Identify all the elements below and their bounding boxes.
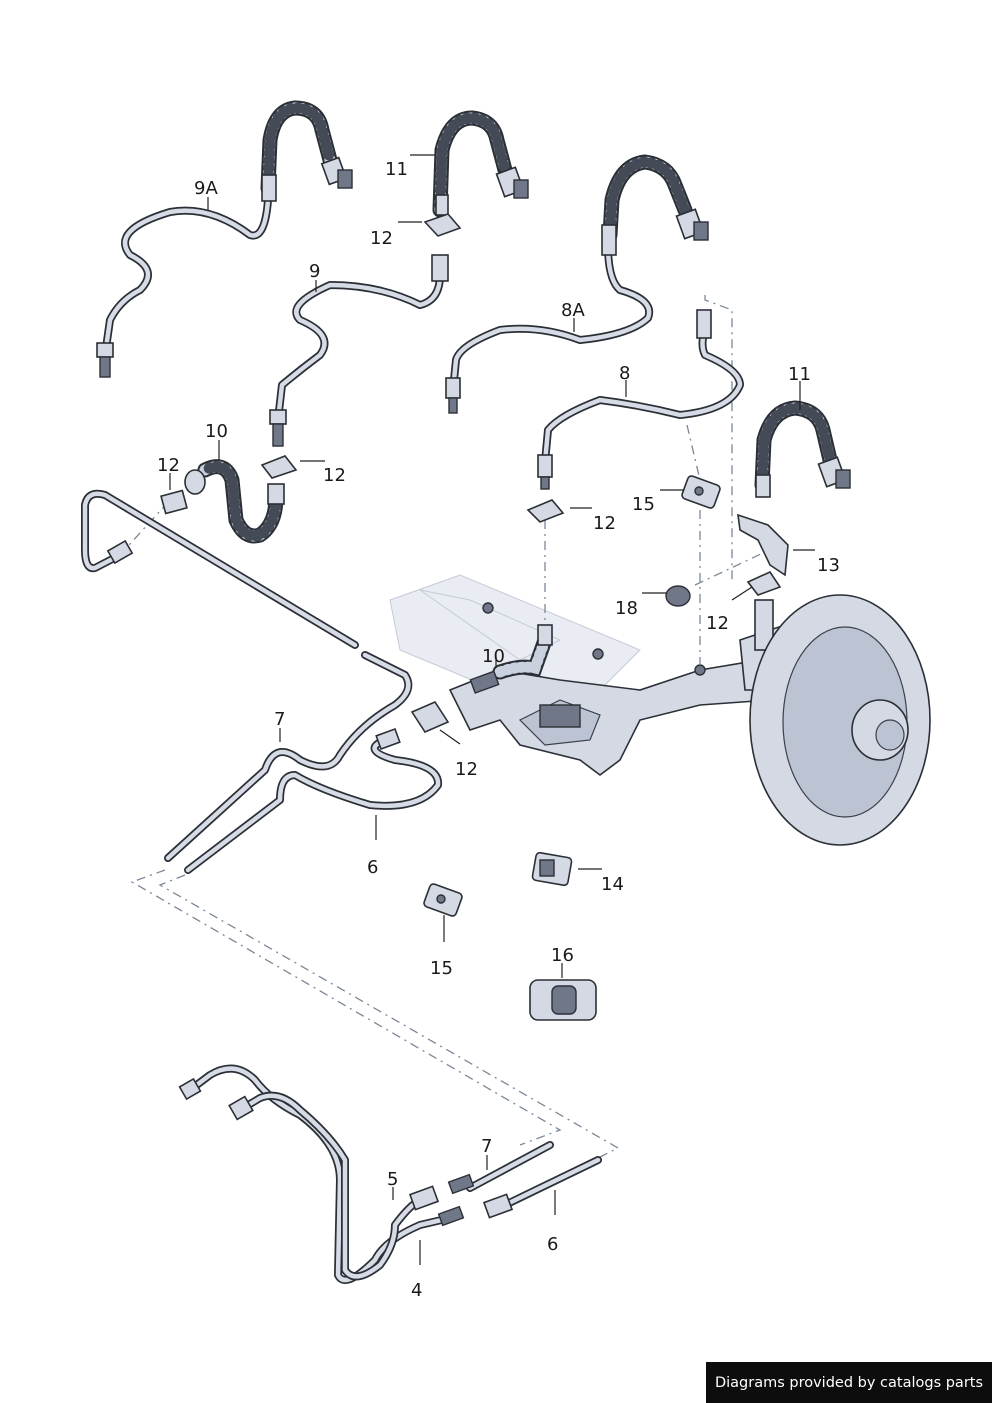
callout-9: 9	[309, 261, 320, 282]
callout-7-top: 7	[274, 709, 285, 730]
callout-12-e: 12	[706, 613, 729, 634]
clips-brackets	[160, 213, 789, 1021]
assembly-lines	[119, 295, 781, 1159]
callout-10-mid: 10	[482, 646, 505, 667]
callout-12-d: 12	[593, 513, 616, 534]
credit-banner: Diagrams provided by catalogs parts	[706, 1362, 992, 1403]
callout-13: 13	[817, 555, 840, 576]
callout-6-top: 6	[367, 857, 378, 878]
callout-5: 5	[387, 1169, 398, 1190]
callout-15-bottom: 15	[430, 958, 453, 979]
callout-10-top: 10	[205, 421, 228, 442]
callout-8: 8	[619, 363, 630, 384]
callout-6-bottom: 6	[547, 1234, 558, 1255]
callout-7-bottom: 7	[481, 1136, 492, 1157]
callout-14: 14	[601, 874, 624, 895]
callout-16: 16	[551, 945, 574, 966]
callout-15-top: 15	[632, 494, 655, 515]
callout-12-c: 12	[323, 465, 346, 486]
callout-18: 18	[615, 598, 638, 619]
rear-axle-assembly	[389, 574, 931, 846]
callout-11-right: 11	[788, 364, 811, 385]
callout-12-f: 12	[455, 759, 478, 780]
callout-8A: 8A	[561, 300, 585, 321]
callout-11-top: 11	[385, 159, 408, 180]
callout-4: 4	[411, 1280, 422, 1301]
brake-pipes	[81, 196, 744, 1284]
brake-hoses	[197, 100, 838, 680]
callout-12-a: 12	[370, 228, 393, 249]
leader-lines	[169, 154, 815, 1265]
callout-12-b: 12	[157, 455, 180, 476]
callout-labels: 9A 11 12 9 8A 8 11 10 12 12 12 15 13 18 …	[157, 159, 840, 1301]
callout-9A: 9A	[194, 178, 218, 199]
fittings	[96, 156, 851, 1227]
